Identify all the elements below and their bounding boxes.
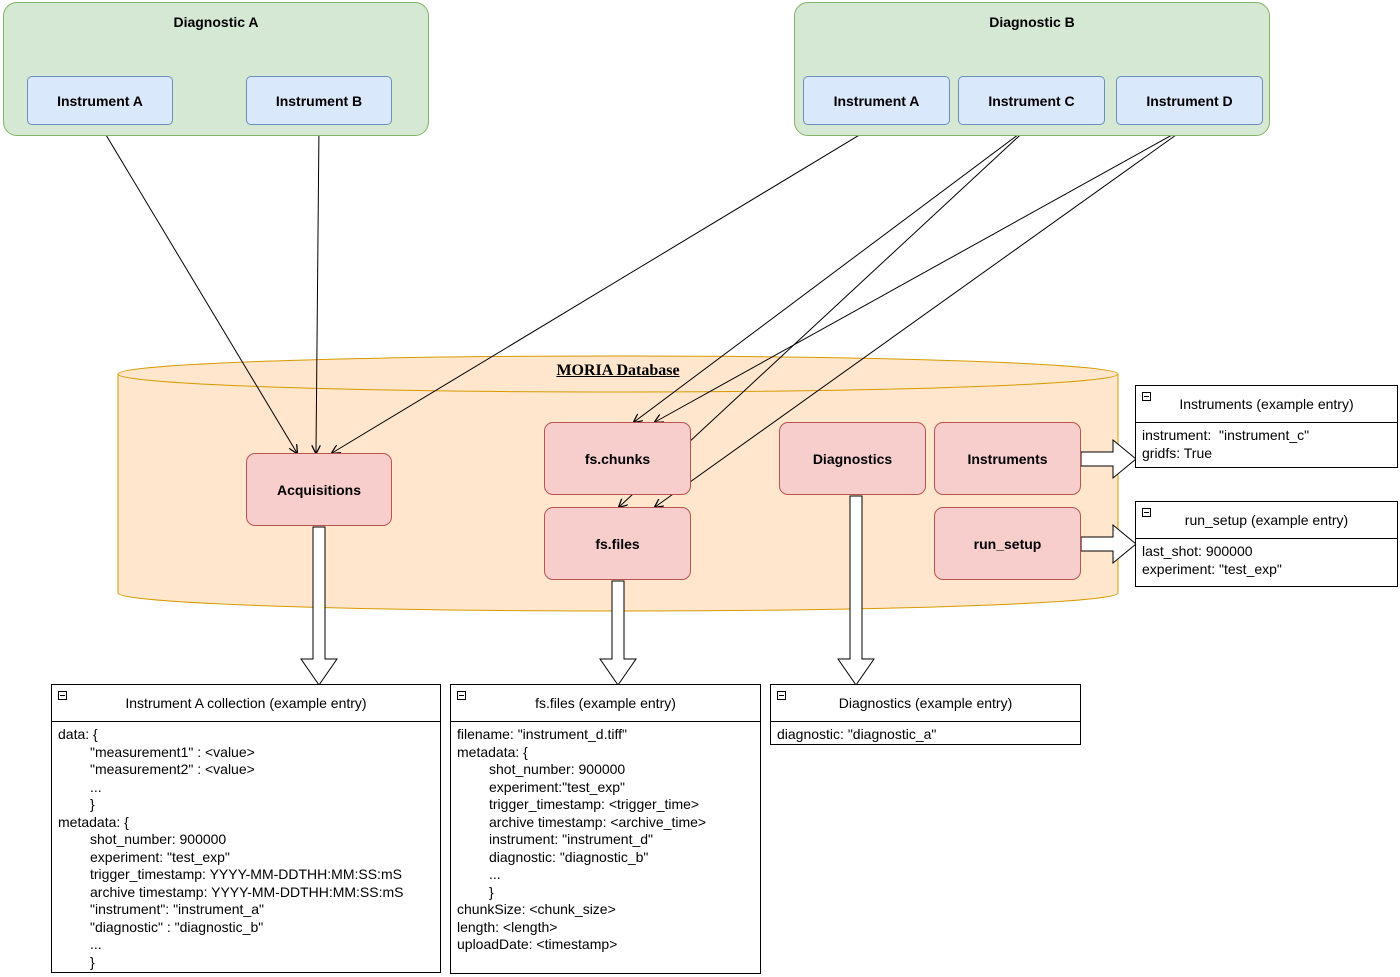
entry-header: Instrument A collection (example entry) — [52, 685, 440, 722]
collection-acquisitions[interactable]: Acquisitions — [246, 453, 392, 526]
entry-header: Diagnostics (example entry) — [771, 685, 1080, 722]
diagnostics-entry: Diagnostics (example entry) diagnostic: … — [770, 684, 1081, 745]
block-arrow-run-setup — [1080, 523, 1137, 565]
entry-title: run_setup (example entry) — [1184, 512, 1349, 528]
entry-line: } — [90, 953, 95, 970]
entry-title: Instrument A collection (example entry) — [125, 695, 367, 711]
edge-instrument-c-to-fs-chunks — [634, 124, 1032, 422]
entry-line: archive timestamp: YYYY-MM-DDTHH:MM:SS:m… — [90, 883, 404, 900]
collection-diagnostics[interactable]: Diagnostics — [779, 422, 926, 495]
collection-fs-chunks[interactable]: fs.chunks — [544, 422, 691, 495]
block-arrow-diagnostics — [837, 495, 875, 686]
entry-line: length: <length> — [457, 918, 558, 935]
diagnostic-b-instrument-a[interactable]: Instrument A — [803, 76, 950, 125]
entry-header: fs.files (example entry) — [451, 685, 760, 722]
entry-body: instrument: "instrument_c"gridfs: True — [1136, 423, 1397, 462]
entry-line: "measurement1" : <value> — [90, 743, 255, 760]
entry-line: "diagnostic" : "diagnostic_b" — [90, 918, 264, 935]
entry-line: diagnostic: "diagnostic_b" — [489, 848, 649, 865]
instrument-a-collection-entry: Instrument A collection (example entry) … — [51, 684, 441, 973]
entry-line: trigger_timestamp: YYYY-MM-DDTHH:MM:SS:m… — [90, 866, 402, 882]
database-title: MORIA Database — [556, 362, 680, 379]
diagnostic-b-instrument-c[interactable]: Instrument C — [958, 76, 1105, 125]
block-arrow-instruments — [1080, 438, 1137, 480]
diagnostic-a-instrument-b[interactable]: Instrument B — [246, 76, 392, 125]
instruments-entry: Instruments (example entry) instrument: … — [1135, 385, 1398, 468]
entry-line: shot_number: 900000 — [90, 831, 227, 847]
entry-line: data: { — [58, 726, 98, 742]
entry-line: shot_number: 900000 — [489, 761, 626, 777]
entry-line: "measurement2" : <value> — [90, 761, 255, 777]
diagnostic-b-title: Diagnostic B — [989, 14, 1075, 30]
entry-line: } — [90, 796, 95, 812]
entry-line: "instrument": "instrument_a" — [90, 901, 264, 917]
entry-body: filename: "instrument_d.tiff"metadata: {… — [451, 722, 760, 954]
entry-line: instrument: "instrument_c" — [1142, 427, 1310, 443]
entry-line: ... — [489, 866, 501, 882]
collection-run-setup[interactable]: run_setup — [934, 507, 1081, 580]
entry-line: chunkSize: <chunk_size> — [457, 901, 616, 917]
entry-line: metadata: { — [58, 813, 129, 830]
entry-line: experiment: "test_exp" — [90, 848, 230, 865]
collection-fs-files[interactable]: fs.files — [544, 507, 691, 580]
entry-line: gridfs: True — [1142, 444, 1213, 461]
entry-header: Instruments (example entry) — [1136, 386, 1397, 423]
collapse-icon[interactable] — [1142, 508, 1151, 517]
edge-diag-a-instrument-a-to-acquisitions — [99, 124, 297, 453]
entry-header: run_setup (example entry) — [1136, 502, 1397, 539]
collection-instruments[interactable]: Instruments — [934, 422, 1081, 495]
entry-body: data: {"measurement1" : <value>"measurem… — [52, 722, 440, 971]
entry-body: diagnostic: "diagnostic_a" — [771, 722, 1080, 744]
entry-line: experiment: "test_exp" — [1142, 560, 1282, 577]
entry-title: Diagnostics (example entry) — [838, 695, 1013, 711]
diagnostic-a-instrument-a[interactable]: Instrument A — [27, 76, 173, 125]
entry-line: uploadDate: <timestamp> — [457, 936, 618, 952]
entry-title: fs.files (example entry) — [535, 695, 676, 711]
entry-line: filename: "instrument_d.tiff" — [457, 726, 627, 742]
collapse-icon[interactable] — [58, 691, 67, 700]
collapse-icon[interactable] — [457, 691, 466, 700]
collapse-icon[interactable] — [777, 691, 786, 700]
entry-line: ... — [90, 778, 102, 795]
entry-line: instrument: "instrument_d" — [489, 831, 654, 847]
entry-line: metadata: { — [457, 743, 528, 760]
entry-line: archive timestamp: <archive_time> — [489, 813, 707, 830]
entry-line: diagnostic: "diagnostic_a" — [777, 726, 937, 742]
edge-diag-a-instrument-b-to-acquisitions — [316, 124, 319, 453]
edge-instrument-d-to-fs-chunks — [655, 124, 1191, 422]
run-setup-entry: run_setup (example entry) last_shot: 900… — [1135, 501, 1398, 587]
block-arrow-acquisitions — [300, 526, 338, 686]
block-arrow-fs-files — [599, 580, 637, 686]
entry-line: experiment:"test_exp" — [489, 778, 626, 795]
entry-title: Instruments (example entry) — [1179, 396, 1354, 412]
edge-diag-b-instrument-a-to-acquisitions — [332, 124, 877, 453]
entry-line: } — [489, 883, 494, 900]
edge-instrument-d-to-fs-files — [655, 124, 1191, 507]
fs-files-entry: fs.files (example entry) filename: "inst… — [450, 684, 761, 974]
entry-line: ... — [90, 936, 102, 952]
diagnostic-b-instrument-d[interactable]: Instrument D — [1116, 76, 1263, 125]
entry-line: trigger_timestamp: <trigger_time> — [489, 796, 700, 812]
collapse-icon[interactable] — [1142, 392, 1151, 401]
diagnostic-a-title: Diagnostic A — [173, 14, 259, 30]
entry-line: last_shot: 900000 — [1142, 543, 1253, 559]
